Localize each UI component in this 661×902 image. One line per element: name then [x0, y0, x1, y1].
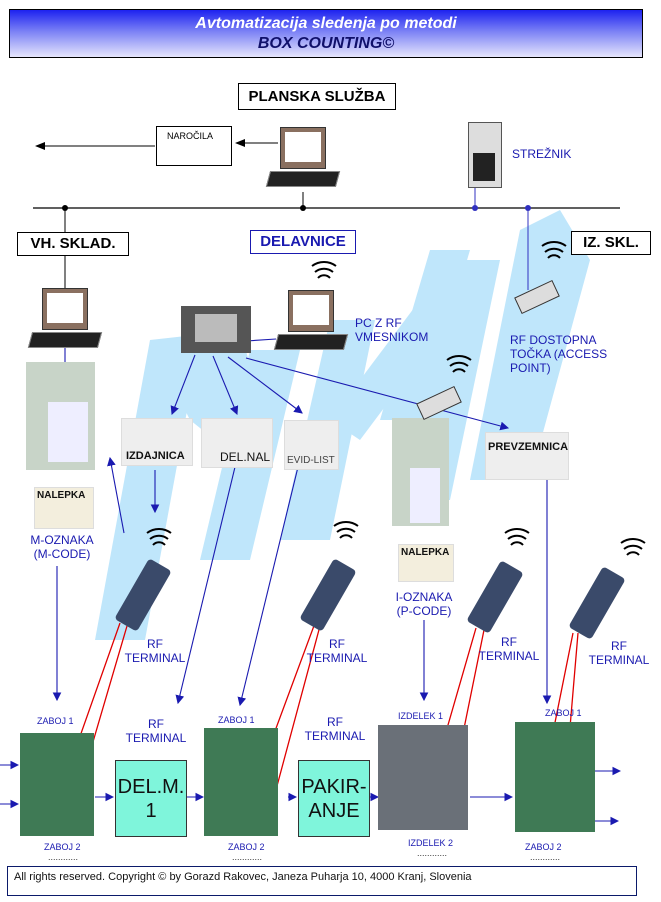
work-order-document: DEL.NAL [201, 418, 273, 468]
ellipsis-c: ............ [417, 848, 448, 858]
title-line2: BOX COUNTING© [257, 35, 395, 52]
m-label-sticker: NALEPKA [34, 487, 94, 529]
title-banner: Avtomatizacija sledenja po metodi BOX CO… [9, 9, 643, 58]
station2-line1: PAKIR- [301, 775, 367, 798]
station-packing: PAKIR-ANJE [298, 760, 370, 837]
m-code-line1: M-OZNAKA [30, 533, 94, 547]
product2-label: IZDELEK 2 [408, 838, 454, 848]
planning-department-box: PLANSKA SLUŽBA [238, 83, 396, 110]
access-point-label-line1: RF DOSTOPNA [510, 333, 597, 347]
work-order-label: DEL.NAL [219, 450, 270, 464]
rf-terminal-label-s2-l1: RF [327, 715, 343, 729]
wireless-signal-icons [146, 241, 646, 556]
p-code-line2: (P-CODE) [396, 604, 452, 618]
product1-label: IZDELEK 1 [398, 711, 444, 721]
p-label-sticker-text: NALEPKA [401, 547, 450, 558]
planning-pc-icon [265, 127, 341, 191]
box2-label-c: ZABOJ 2 [525, 842, 562, 852]
p-code-label: I-OZNAKA (P-CODE) [393, 590, 455, 618]
warehouse-pc-icon [27, 288, 103, 352]
station1-line1: DEL.M. [117, 775, 185, 798]
crate-photo-2 [204, 728, 278, 836]
box1-label-a: ZABOJ 1 [37, 716, 74, 726]
outbound-warehouse-box: IZ. SKL. [571, 231, 651, 255]
ellipsis-a: ............ [48, 852, 79, 862]
pc-rf-label-line1: PC Z RF [355, 316, 402, 330]
orders-box: NAROČILA [156, 126, 232, 166]
issue-note-label: IZDAJNICA [126, 450, 185, 462]
issue-note-document: IZDAJNICA [121, 418, 193, 466]
rf-terminal-label-2-l2: TERMINAL [306, 651, 368, 665]
rf-pc-icon [273, 290, 349, 354]
title-line1: Avtomatizacija sledenja po metodi [195, 15, 457, 32]
m-code-label: M-OZNAKA (M-CODE) [30, 533, 94, 561]
m-code-line2: (M-CODE) [33, 547, 91, 561]
pc-rf-label-line2: VMESNIKOM [355, 330, 429, 344]
access-point-label: RF DOSTOPNA TOČKA (ACCESS POINT) [510, 333, 607, 375]
receipt-note-label: PREVZEMNICA [488, 441, 569, 453]
server-label: STREŽNIK [512, 147, 572, 161]
box2-label-a: ZABOJ 2 [44, 842, 81, 852]
m-label-sticker-text: NALEPKA [37, 490, 86, 501]
rf-terminal-label-3-l1: RF [501, 635, 517, 649]
station2-line2: ANJE [308, 799, 360, 822]
rf-terminal-label-1-l2: TERMINAL [124, 651, 186, 665]
inbound-warehouse-box: VH. SKLAD. [17, 232, 129, 256]
rf-terminal-label-s2-l2: TERMINAL [304, 729, 366, 743]
laser-printer-photo [181, 306, 251, 353]
rf-terminal-label-1-l1: RF [147, 637, 163, 651]
box2-label-b: ZABOJ 2 [228, 842, 265, 852]
p-label-sticker: NALEPKA [398, 544, 454, 582]
label-printer-photo-right [392, 418, 449, 526]
access-point-label-line3: POINT) [510, 361, 551, 375]
rf-terminal-label-s1-l1: RF [148, 717, 164, 731]
pc-rf-label: PC Z RF VMESNIKOM [355, 316, 428, 344]
ellipsis-d: ............ [530, 852, 561, 862]
rf-terminal-label-2-l1: RF [329, 637, 345, 651]
rf-terminal-label-3-l2: TERMINAL [478, 649, 540, 663]
record-list-document: EVID-LIST [284, 420, 339, 470]
box1-label-b: ZABOJ 1 [218, 715, 255, 725]
station1-line2: 1 [145, 799, 157, 822]
crate-photo-1 [20, 733, 94, 836]
receipt-note-document: PREVZEMNICA [485, 432, 569, 480]
rf-terminal-label-4-l2: TERMINAL [588, 653, 650, 667]
server-icon [468, 122, 502, 188]
record-list-label: EVID-LIST [287, 455, 335, 466]
box1-label-c: ZABOJ 1 [545, 708, 582, 718]
footer-copyright: All rights reserved. Copyright © by Gora… [7, 866, 637, 896]
rf-terminal-label-s1-l2: TERMINAL [125, 731, 187, 745]
ellipsis-b: ............ [232, 852, 263, 862]
p-code-line1: I-OZNAKA [395, 590, 453, 604]
product-photo [378, 725, 468, 830]
rf-terminal-label-4-l1: RF [611, 639, 627, 653]
access-point-label-line2: TOČKA (ACCESS [510, 347, 608, 361]
label-printer-photo-left [26, 362, 95, 470]
workshops-box: DELAVNICE [250, 230, 356, 254]
station-del-m-1: DEL.M.1 [115, 760, 187, 837]
crate-photo-3 [515, 722, 595, 832]
